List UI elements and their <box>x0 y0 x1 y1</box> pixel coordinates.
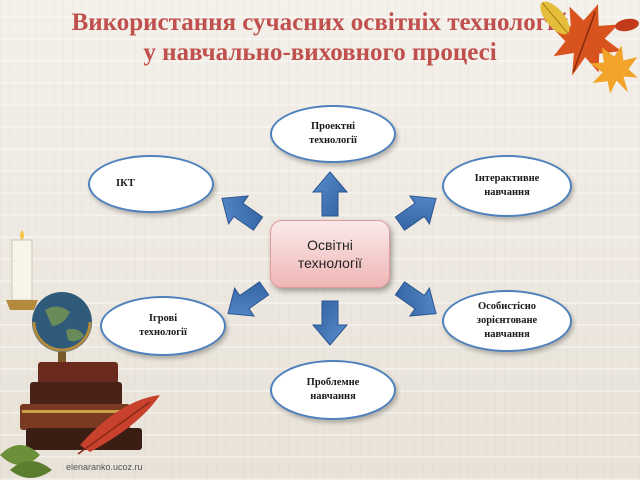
books-globe-candle-decoration <box>0 230 160 478</box>
node-label: Проблемне навчання <box>306 377 360 402</box>
autumn-leaves-decoration <box>540 1 639 94</box>
node-label: Інтерактивне навчання <box>474 173 540 198</box>
node-ikt: ІКТ <box>88 155 214 213</box>
node-interactive-learning: Інтерактивне навчання <box>442 155 572 217</box>
title-line-2: у навчально-виховного процесі <box>143 39 497 66</box>
node-problem-learning: Проблемне навчання <box>270 360 396 420</box>
node-game-technologies: Ігрові технології <box>100 296 226 356</box>
arrow-up <box>311 171 349 217</box>
node-label: Особистісно зорієнтоване навчання <box>476 301 538 340</box>
arrow-down-left <box>227 281 270 317</box>
node-personality-oriented-learning: Особистісно зорієнтоване навчання <box>442 290 572 352</box>
arrow-down-right <box>394 281 437 317</box>
arrow-up-right <box>394 195 437 231</box>
node-label: ІКТ <box>116 178 135 189</box>
arrow-down <box>311 300 349 346</box>
title-line-1: Використання сучасних освітніх технологі… <box>71 9 569 36</box>
slide-title: Використання сучасних освітніх технологі… <box>0 8 640 68</box>
arrow-up-left <box>221 195 264 231</box>
node-project-technologies: Проектні технології <box>270 105 396 163</box>
node-label: Проектні технології <box>309 121 357 146</box>
site-credit: elenaranko.ucoz.ru <box>66 462 143 472</box>
center-box-educational-technologies: Освітні технології <box>270 220 390 288</box>
center-label: Освітні технології <box>297 237 363 271</box>
node-label: Ігрові технології <box>139 313 187 338</box>
